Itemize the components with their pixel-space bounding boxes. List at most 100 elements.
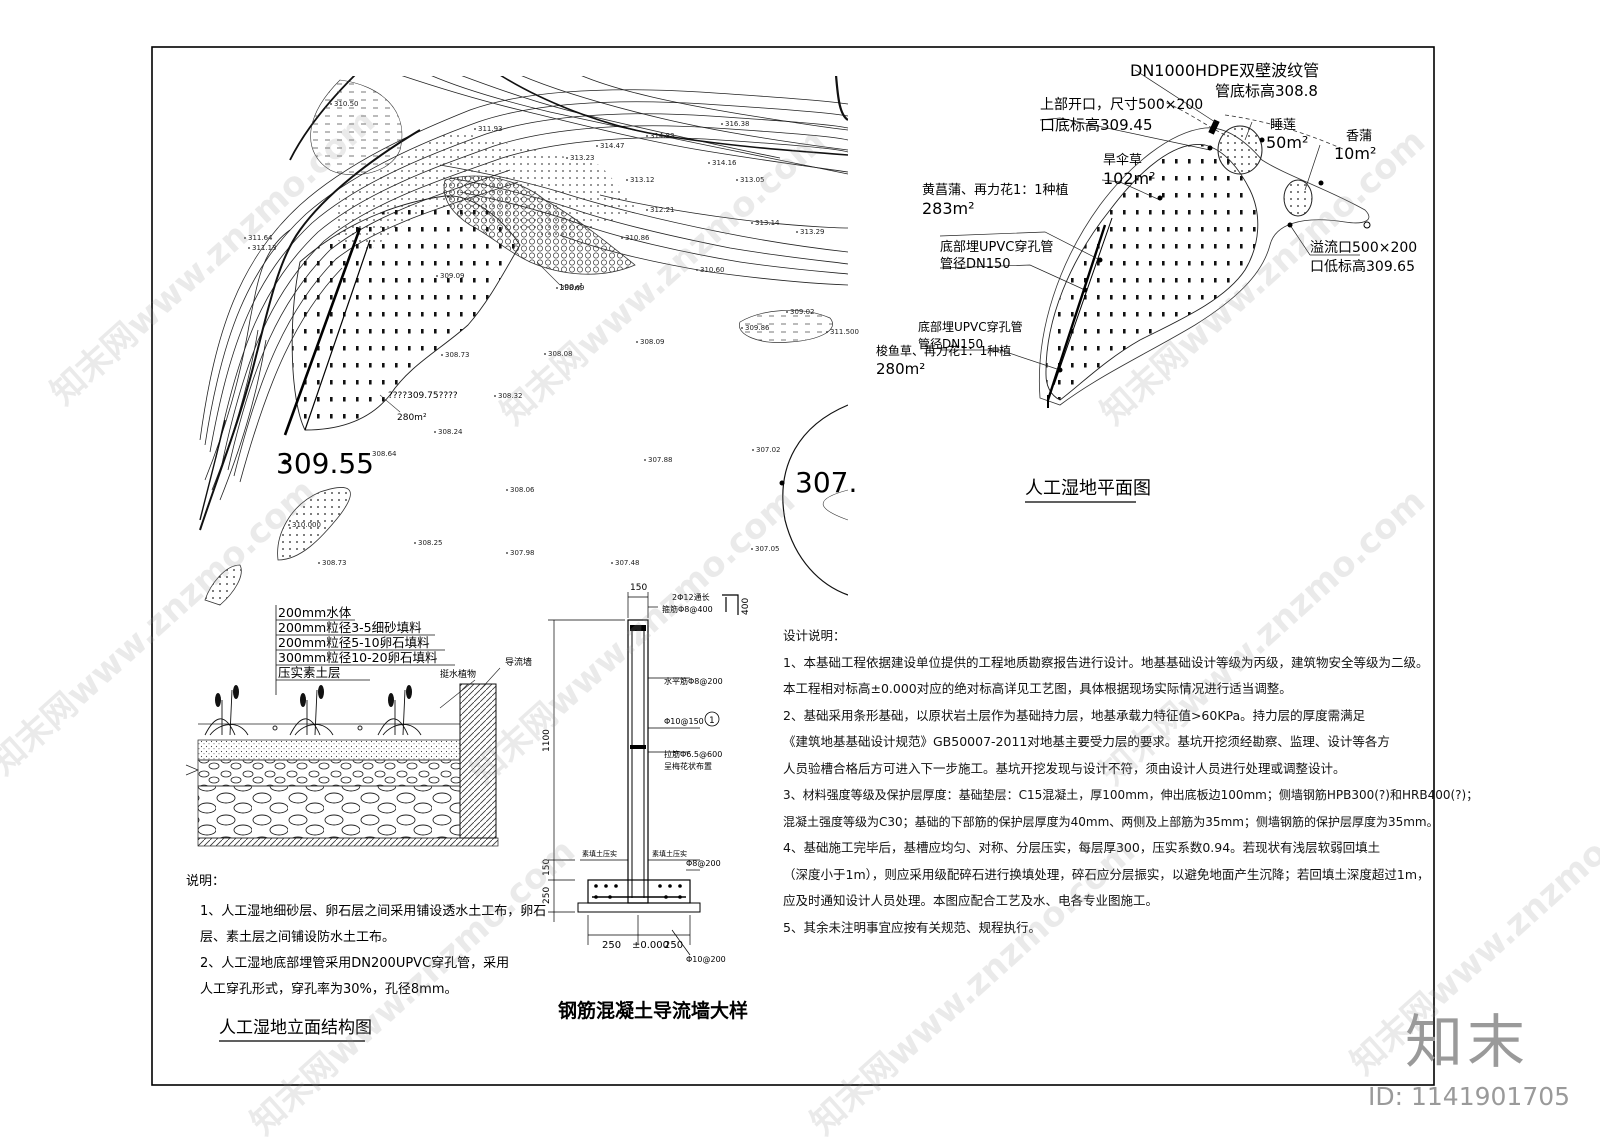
plan-overflow: 溢流口500×200 — [1310, 240, 1417, 256]
design-note-line: （深度小于1m），则应采用级配碎石进行换填处理，碎石应分层振实，以避免地面产生沉… — [783, 866, 1430, 882]
spot-elevation: 310.86 — [625, 234, 650, 242]
wall-detail: 1 150 400 1100 150 250 250 250 ±0.000 2Φ… — [542, 583, 751, 1022]
dim-250-left: 250 — [602, 940, 621, 951]
rebar-label-6: 呈梅花状布置 — [664, 761, 712, 771]
spot-elevation: 308.09 — [640, 338, 665, 346]
spot-point — [751, 548, 753, 550]
spot-point — [826, 331, 828, 333]
spot-elevation: 316.38 — [725, 120, 750, 128]
spot-elevation: 310.60 — [700, 266, 725, 274]
spot-point — [611, 562, 613, 564]
spot-point — [721, 123, 723, 125]
plan-plant-4: 黄菖蒲、再力花1：1种植 — [922, 182, 1069, 198]
spot-marker — [282, 459, 288, 465]
design-note-line: 混凝土强度等级为C30；基础的下部筋的保护层厚度为40mm、两侧及上部筋为35m… — [783, 814, 1439, 829]
plan-plant-4-area: 283m² — [922, 199, 975, 218]
spot-point — [596, 145, 598, 147]
spot-point — [441, 354, 443, 356]
spot-point — [368, 453, 370, 455]
question-label: ????309.75???? — [388, 391, 458, 401]
soil-label-left: 素填土压实 — [582, 849, 617, 858]
spot-elevation: 307.48 — [615, 559, 640, 567]
plan-top-open-elev: 口底标高309.45 — [1040, 116, 1153, 134]
design-note-line: 2、基础采用条形基础，以原状岩土层作为基础持力层，地基承载力特征值>60KPa。… — [783, 707, 1366, 723]
sheet-border — [151, 46, 1435, 1086]
spot-point — [436, 275, 438, 277]
spot-elevation: 308.32 — [498, 392, 523, 400]
spot-elevation: 308.24 — [438, 428, 463, 436]
spot-elevation: 307.05 — [755, 545, 780, 553]
spot-point — [752, 449, 754, 451]
spot-elevation: 314.47 — [600, 142, 625, 150]
spot-point — [248, 247, 250, 249]
plan-plant-5-area: 280m² — [876, 360, 925, 378]
design-notes-title: 设计说明： — [783, 628, 846, 643]
spot-point — [288, 524, 290, 526]
design-note-line: 5、其余未注明事宜应按有关规范、规程执行。 — [783, 919, 1041, 935]
spot-elevation: 308.73 — [445, 351, 470, 359]
spot-point — [741, 327, 743, 329]
rebar-label-1: 2Φ12通长 — [672, 592, 710, 602]
brand-logo: 知末 — [1405, 1008, 1530, 1076]
wall-label: 导流墙 — [505, 656, 532, 668]
design-note-line: 应及时通知设计人员处理。本图应配合工艺及水、电各专业图施工。 — [783, 893, 1159, 908]
dim-150-top: 150 — [630, 583, 647, 593]
spot-point — [796, 231, 798, 233]
spot-elevation: 309.86 — [745, 324, 770, 332]
plan-top-open: 上部开口，尺寸500×200 — [1040, 97, 1203, 113]
plan-pipe-label: DN1000HDPE双壁波纹管 — [1130, 61, 1319, 80]
spot-point — [330, 103, 332, 105]
spot-point — [646, 135, 648, 137]
section-note-2: 层、素土层之间铺设防水土工布。 — [200, 929, 395, 945]
spot-point — [708, 162, 710, 164]
dim-150-v: 150 — [542, 859, 552, 876]
rebar-label-3: 水平筋Φ8@200 — [664, 676, 723, 686]
big-elevation-2: 307. — [795, 466, 857, 499]
plan-plant-3: 旱伞草 — [1103, 152, 1142, 168]
spot-elevation: 311.500 — [830, 328, 859, 336]
spot-elevation: 313.29 — [800, 228, 825, 236]
overflow-marker — [1363, 221, 1371, 229]
spot-point — [696, 269, 698, 271]
plan-pipe-a-dn: 管径DN150 — [940, 257, 1011, 272]
spot-point — [566, 157, 568, 159]
document-id: ID: 1141901705 — [1368, 1082, 1571, 1111]
design-note-line: 本工程相对标高±0.000对应的绝对标高详见工艺图，具体根据现场实际情况进行适当… — [783, 681, 1292, 696]
spot-point — [544, 353, 546, 355]
plan-pipe-a: 底部埋UPVC穿孔管 — [940, 239, 1053, 255]
layer-label-4: 300mm粒径10-20卵石填料 — [278, 650, 438, 665]
plan-plant-1-area: 50m² — [1266, 133, 1308, 152]
plan-pipe-bottom: 管底标高308.8 — [1215, 82, 1318, 100]
design-notes: 设计说明： 1、本基础工程依据建设单位提供的工程地质勘察报告进行设计。地基基础设… — [783, 623, 1478, 941]
design-note-line: 4、基础施工完毕后，基槽应均匀、对称、分层压实，每层厚300，压实系数0.94。… — [783, 840, 1381, 855]
spot-point — [244, 237, 246, 239]
layer-label-3: 200mm粒径5-10卵石填料 — [278, 635, 430, 650]
rebar-label-8: Φ10@200 — [686, 955, 726, 964]
spot-elevation: 313.14 — [755, 219, 780, 227]
spot-elevation: 309.02 — [790, 308, 815, 316]
plan-plant-1: 睡莲 — [1270, 118, 1296, 133]
spot-elevation: 308.73 — [322, 559, 347, 567]
spot-elevation: 308.64 — [372, 450, 397, 458]
layer-label-1: 200mm水体 — [278, 605, 352, 620]
spot-point — [506, 489, 508, 491]
dim-400: 400 — [741, 598, 751, 615]
lily-pond — [1217, 125, 1263, 175]
spot-point — [414, 542, 416, 544]
guide-wall — [459, 683, 497, 839]
spot-elevation: 309.09 — [440, 272, 465, 280]
rebar-label-2: 箍筋Φ8@400 — [662, 604, 713, 614]
spot-point — [644, 459, 646, 461]
site-plan: 309.55 307. 190㎡ 280m² ????309.75???? 31… — [195, 60, 862, 610]
section-marker-circle — [704, 711, 720, 727]
spot-point — [434, 431, 436, 433]
plan-plant-5: 梭鱼草、再力花1：1种植 — [876, 343, 1011, 358]
rebar-label-7: Φ8@200 — [686, 859, 721, 868]
spot-point — [636, 341, 638, 343]
spot-elevation: 307.88 — [648, 456, 673, 464]
section-note-3: 2、人工湿地底部埋管采用DN200UPVC穿孔管，采用 — [200, 955, 509, 971]
spot-point — [736, 179, 738, 181]
plan-plant-3-area: 102m² — [1103, 169, 1156, 188]
zero-elevation: ±0.000 — [632, 940, 669, 951]
